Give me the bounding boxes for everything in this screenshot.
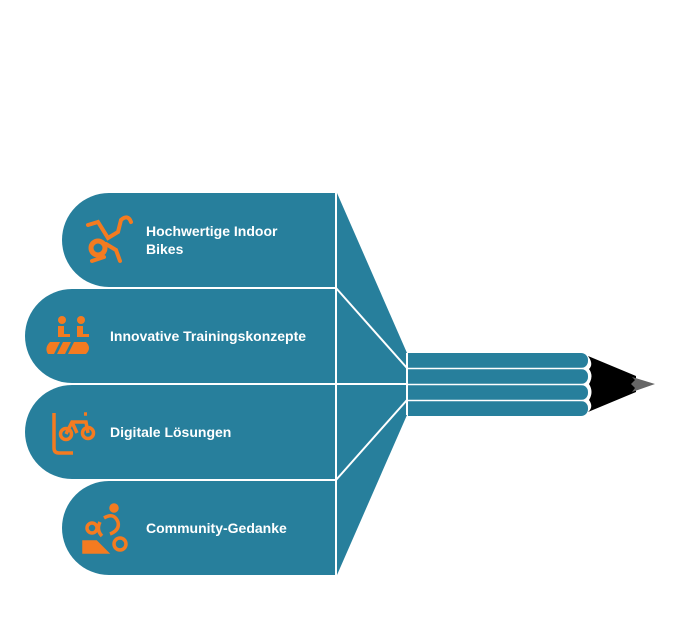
tandem-riders-icon — [46, 316, 89, 354]
segment-2 — [25, 289, 335, 383]
label-innovative-trainingskonzepte: Innovative Trainingskonzepte — [110, 328, 306, 344]
phone-bike-icon — [52, 412, 96, 455]
segment-4 — [62, 481, 335, 575]
cyclist-group-icon — [82, 503, 128, 554]
exercise-bike-icon — [86, 215, 133, 263]
label-digitale-loesungen: Digitale Lösungen — [110, 424, 231, 440]
funnel-dividers — [335, 193, 408, 576]
segment-1 — [62, 193, 335, 287]
pencil-lead — [631, 377, 655, 392]
label-community-gedanke: Community-Gedanke — [146, 520, 287, 536]
pencil-tip — [588, 356, 636, 412]
pencil-body — [408, 353, 588, 416]
segment-3 — [25, 385, 335, 479]
label-hochwertige-indoor-bikes: Hochwertige Indoor Bikes — [146, 223, 281, 257]
